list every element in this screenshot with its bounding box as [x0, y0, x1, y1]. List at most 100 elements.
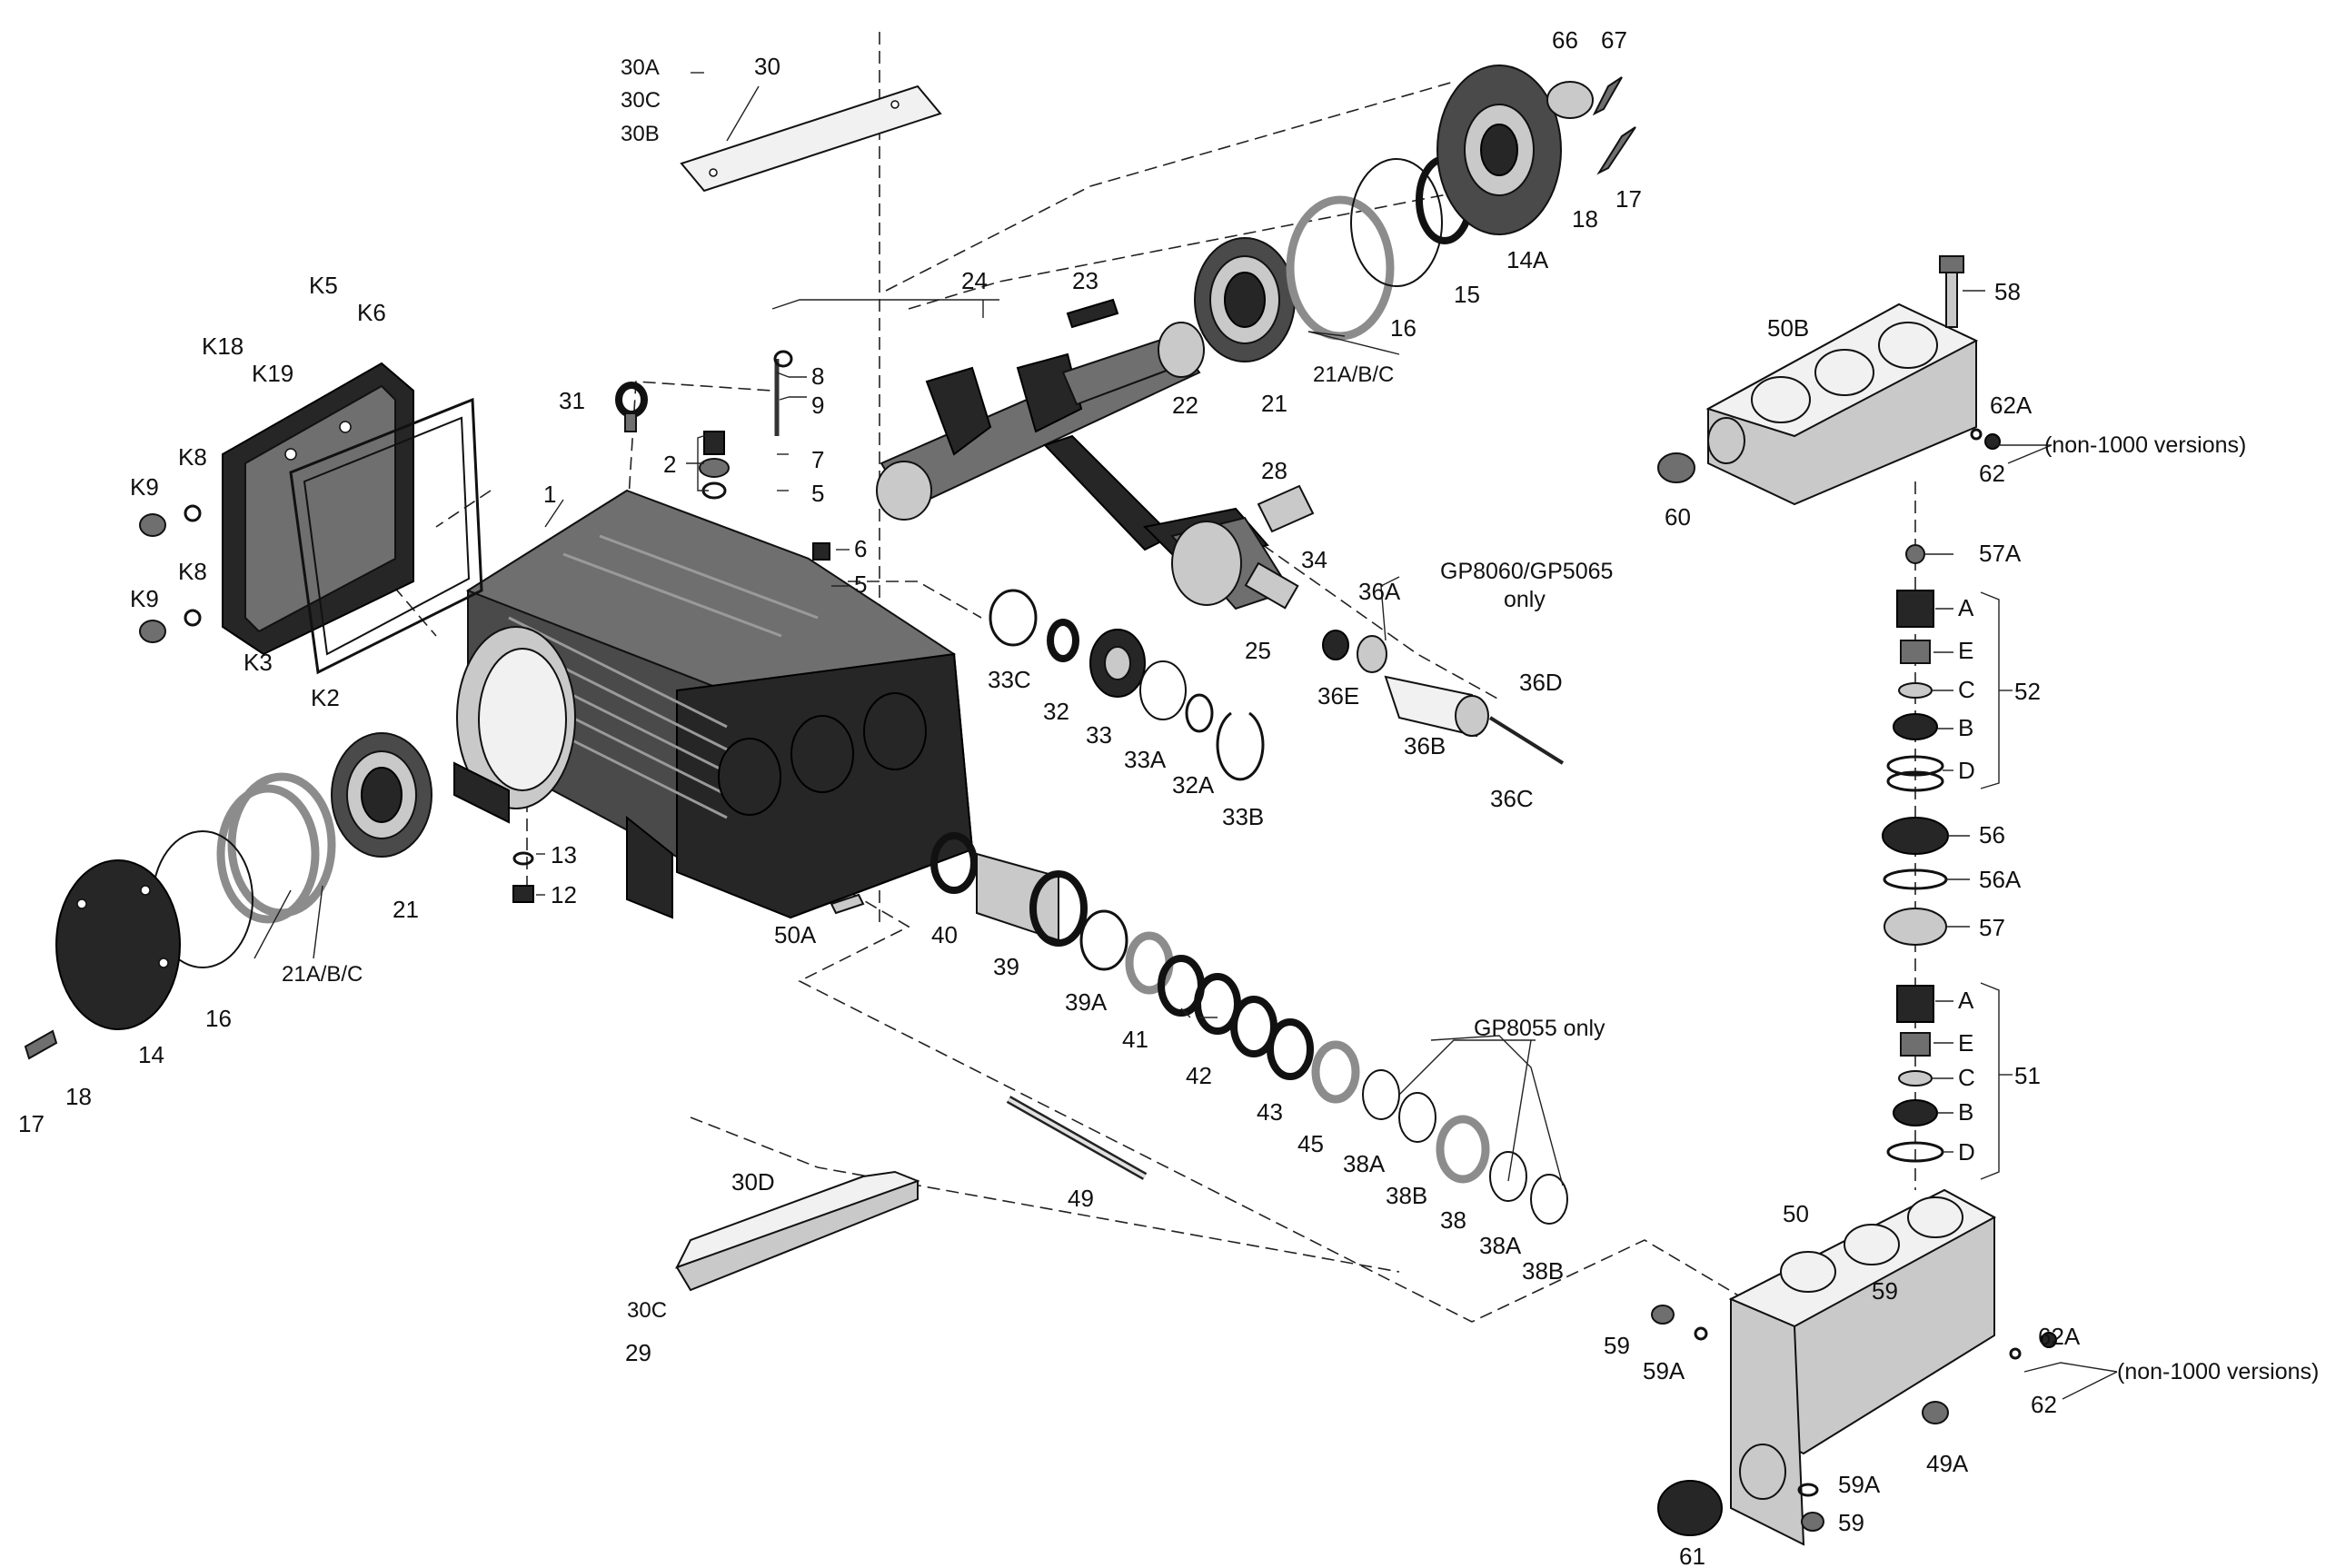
shims-21abc-upper: [1286, 195, 1395, 341]
callout-66: 66: [1552, 26, 1578, 54]
callout-36b: 36B: [1404, 732, 1446, 759]
callout-52-a: A: [1958, 594, 1974, 621]
callout-k3: K3: [244, 649, 273, 676]
callout-21abc-left: 21A/B/C: [282, 962, 363, 987]
callout-k8-lower: K8: [178, 558, 207, 585]
o-ring-16-upper: [1350, 158, 1443, 287]
callout-38: 38: [1440, 1206, 1466, 1234]
callout-31: 31: [559, 387, 585, 414]
callout-13: 13: [551, 841, 577, 868]
callout-k2: K2: [311, 684, 340, 711]
wrist-pin-28: [1257, 484, 1315, 533]
note-only: only: [1504, 587, 1546, 612]
callout-67: 67: [1601, 26, 1627, 54]
callout-52: 52: [2014, 678, 2041, 705]
callout-51-a: A: [1958, 987, 1974, 1014]
plate-30: [680, 84, 942, 193]
callout-38b-lower: 38B: [1522, 1257, 1564, 1285]
dipstick-8: [773, 350, 793, 436]
callout-45: 45: [1297, 1130, 1324, 1157]
callout-k18: K18: [202, 332, 244, 360]
screw-67: [1592, 76, 1623, 116]
callout-17-left: 17: [18, 1110, 45, 1137]
version-notes: GP8060/GP5065 only GP8055 only (non-1000…: [1440, 432, 2319, 1384]
callout-14a: 14A: [1506, 246, 1549, 273]
callout-16-left: 16: [205, 1005, 232, 1032]
callout-62a-lower: 62A: [2038, 1323, 2081, 1350]
note-gp8055-only: GP8055 only: [1474, 1016, 1605, 1041]
callout-33b: 33B: [1222, 803, 1264, 830]
rear-cover-assembly: [222, 362, 483, 675]
callout-k9-upper: K9: [130, 473, 159, 501]
stud-49: [1006, 1096, 1148, 1180]
callout-21abc-upper: 21A/B/C: [1313, 362, 1394, 387]
callout-33: 33: [1086, 721, 1112, 749]
plug-59: [1651, 1305, 1824, 1532]
callout-59a-left: 59A: [1643, 1357, 1685, 1384]
bracket-30d: [675, 1170, 920, 1292]
callout-57: 57: [1979, 914, 2005, 941]
callout-51-b: B: [1958, 1098, 1973, 1126]
plug-k9-upper: [139, 504, 202, 537]
callout-30c-lower: 30C: [627, 1298, 667, 1323]
screw-58: [1939, 255, 1964, 328]
callout-41: 41: [1122, 1026, 1148, 1053]
callout-k8-upper: K8: [178, 443, 207, 471]
manifold-50: [1728, 1188, 1997, 1546]
callout-21-left: 21: [393, 896, 419, 923]
callout-5a: 5: [811, 480, 824, 507]
valve-assembly-51: [1886, 985, 1944, 1163]
callout-k19: K19: [252, 360, 293, 387]
callout-30d: 30D: [731, 1168, 775, 1196]
manifold-50b: [1705, 303, 1979, 506]
callout-59a-bottom: 59A: [1838, 1471, 1881, 1498]
callout-62-lower: 62: [2031, 1391, 2057, 1418]
bearing-cover-14: [55, 859, 181, 1030]
callout-32: 32: [1043, 698, 1069, 725]
bearing-21-upper: [1194, 237, 1296, 362]
callout-56a: 56A: [1979, 866, 2022, 893]
callout-38b-upper: 38B: [1386, 1182, 1427, 1209]
seal-stack-33: [989, 589, 1265, 781]
callout-36d: 36D: [1519, 669, 1563, 696]
cap-66: [1546, 81, 1594, 119]
plug-62-upper: [1970, 428, 2001, 450]
callout-52-e: E: [1958, 637, 1973, 664]
callout-57a: 57A: [1979, 540, 2022, 567]
callout-50a: 50A: [774, 921, 817, 948]
callout-k9-lower: K9: [130, 585, 159, 612]
callout-6: 6: [854, 535, 867, 562]
screw-17-left: [24, 1029, 58, 1060]
callout-30b: 30B: [621, 122, 660, 146]
callout-39: 39: [993, 953, 1019, 980]
callout-51-e: E: [1958, 1029, 1973, 1057]
callout-32a: 32A: [1172, 771, 1215, 799]
callout-2: 2: [663, 451, 676, 478]
callout-51-d: D: [1958, 1138, 1975, 1166]
note-gp8060-gp5065: GP8060/GP5065: [1440, 559, 1613, 584]
callout-60: 60: [1665, 503, 1691, 531]
plug-49a: [1922, 1401, 1949, 1424]
callout-17-upper: 17: [1615, 185, 1642, 213]
callout-25: 25: [1245, 637, 1271, 664]
callout-k6: K6: [357, 299, 386, 326]
callout-5b: 5: [854, 571, 867, 598]
plug-6: [812, 542, 830, 561]
callout-36c: 36C: [1490, 785, 1534, 812]
callout-30a: 30A: [621, 55, 660, 80]
note-non-1000-lower: (non-1000 versions): [2117, 1359, 2319, 1384]
callout-52-d: D: [1958, 757, 1975, 784]
callout-50b: 50B: [1767, 314, 1809, 342]
callout-52-c: C: [1958, 676, 1975, 703]
callout-51: 51: [2014, 1062, 2041, 1089]
crankcase-housing: [453, 489, 974, 919]
bearing-21-left: [331, 732, 432, 858]
callout-58: 58: [1994, 278, 2021, 305]
callout-29: 29: [625, 1339, 651, 1366]
callout-24: 24: [961, 267, 988, 294]
callout-38a-lower: 38A: [1479, 1232, 1522, 1259]
callout-12: 12: [551, 881, 577, 908]
callout-21-upper: 21: [1261, 390, 1287, 417]
callout-40: 40: [931, 921, 958, 948]
